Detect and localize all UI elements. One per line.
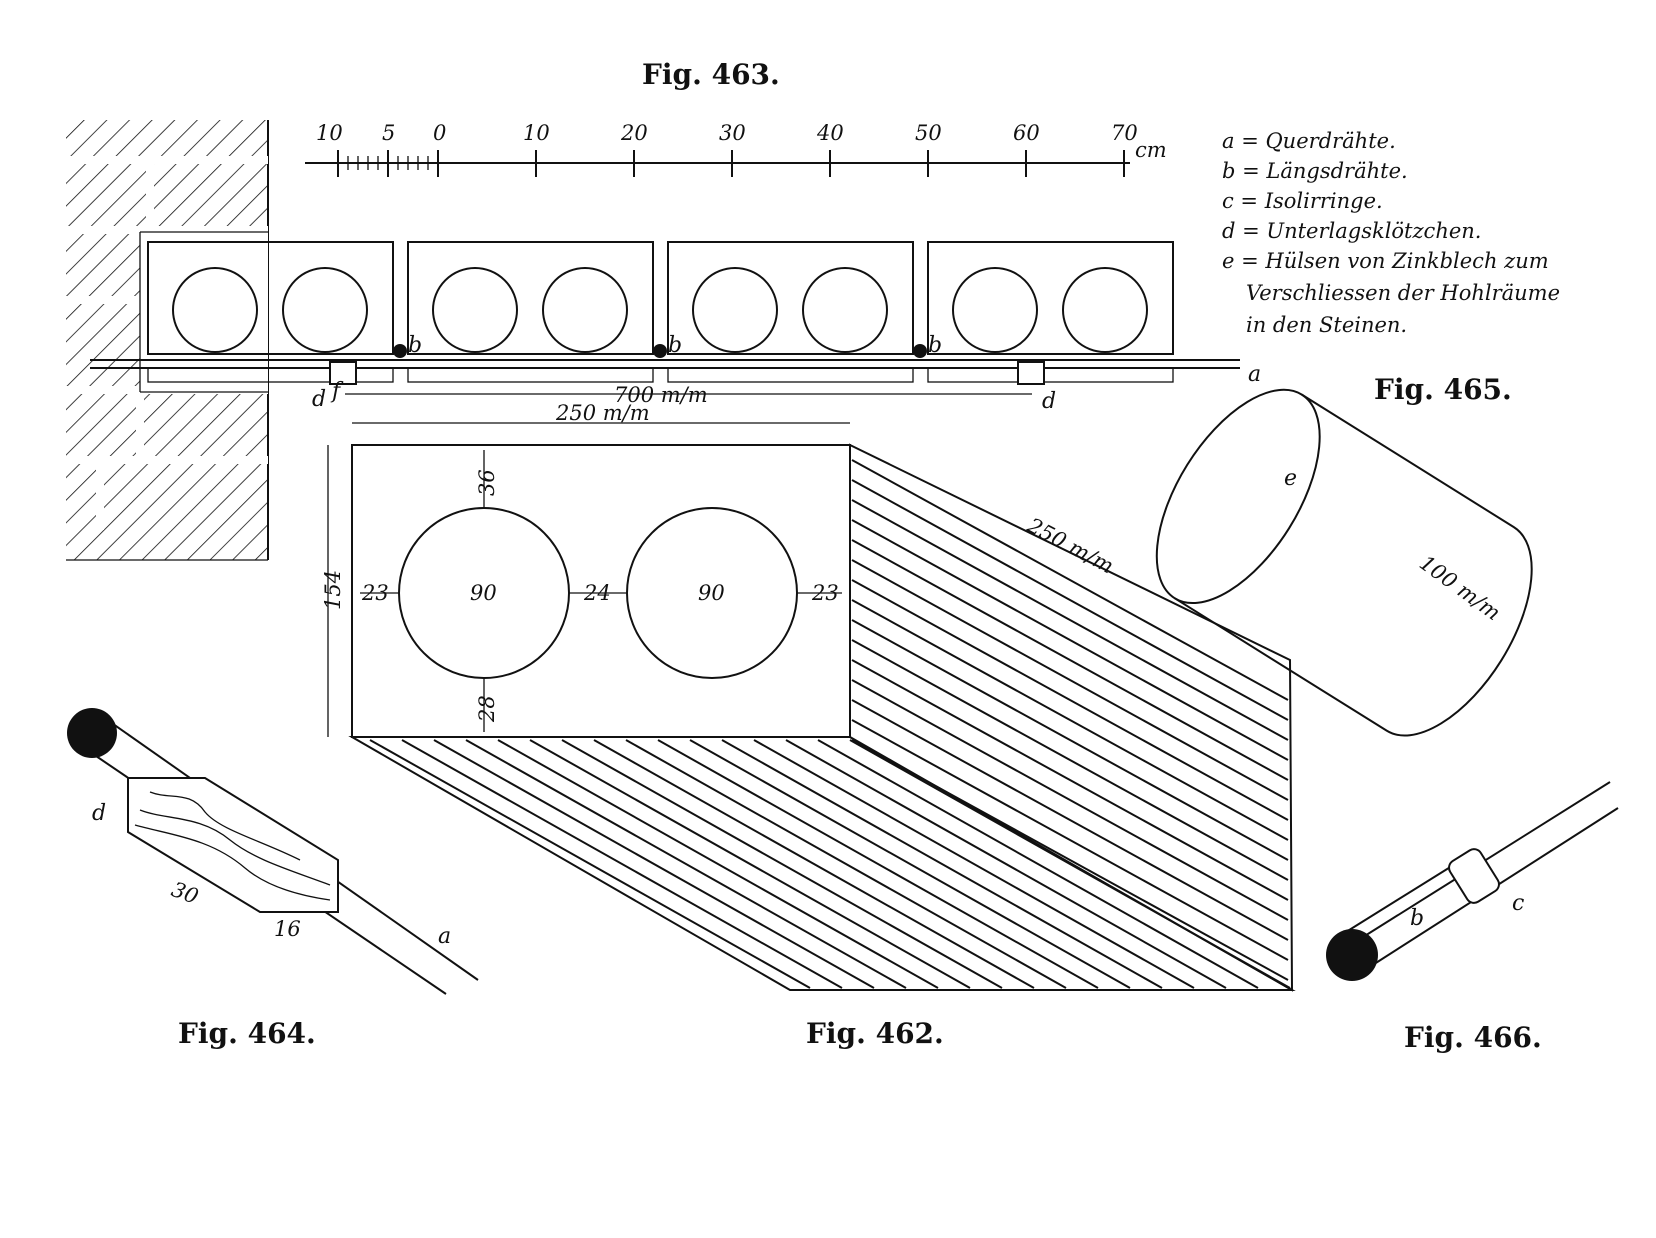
scale-tick-label: 70 [1111,121,1138,145]
dim-dia1: 90 [470,581,497,605]
label-c: c [1512,891,1524,916]
scale-tick-label: 60 [1013,121,1040,145]
hollow-brick-row: b b b a d f d 700 m/m [90,241,1261,414]
groove-line [851,459,1289,701]
groove-line [851,619,1289,861]
wire-end [1326,929,1378,981]
groove-line [721,739,1163,989]
legend-item: d = Unterlagsklötzchen. [1222,219,1481,243]
label-d: d [312,387,326,412]
label-e: e [1284,466,1297,491]
wooden-block [127,777,339,913]
fig-464-title: Fig. 464. [178,1017,316,1050]
groove-line [817,739,1259,989]
dim-30: 30 [168,877,201,909]
fig-466-title: Fig. 466. [1404,1021,1542,1054]
wall-section [66,120,269,561]
zinc-sleeve-opening [1155,388,1321,605]
dim-100: 100 m/m [1415,551,1505,625]
scale-tick-label: 20 [620,121,648,145]
groove-line [433,739,875,989]
fig-462: Fig. 462. 250 m/m 250 m/m 154 36 28 23 2… [321,401,1296,1050]
label-a: a [438,924,451,949]
legend-item: in den Steinen. [1246,313,1407,337]
scale-tick-label: 5 [382,121,395,145]
groove-line [851,679,1289,921]
scale-tick-label: 50 [915,121,942,145]
wire-end [67,708,117,758]
label-a: a [1248,362,1261,387]
label-b: b [1410,906,1424,931]
groove-line [851,499,1289,741]
fig-463-title: Fig. 463. [642,58,780,91]
groove-line [753,739,1195,989]
groove-line [851,559,1289,801]
scale-tick-label: 40 [816,121,844,145]
groove-line [657,739,1099,989]
groove-line [465,739,907,989]
legend: a = Querdrähte. b = Längsdrähte. c = Iso… [1222,129,1560,337]
scale-tick-label: 30 [719,121,746,145]
dim-top: 36 [475,469,499,496]
groove-line [851,479,1289,721]
groove-line [497,739,939,989]
scale-bar: 10 5 0 10 20 30 40 50 60 70 cm [305,121,1167,177]
groove-line [851,519,1289,761]
fig-466: Fig. 466. b c [1326,781,1619,1054]
label-b: b [668,333,682,358]
dim-dia2: 90 [698,581,725,605]
groove-line [401,739,843,989]
dim-16: 16 [274,917,301,941]
insulating-ring [1448,848,1500,904]
label-b: b [408,333,422,358]
scale-unit: cm [1135,138,1167,162]
brick-front-face [351,444,851,738]
groove-line [785,739,1227,989]
fig-465-title: Fig. 465. [1374,373,1512,406]
groove-line [849,739,1291,989]
dim-width: 250 m/m [555,401,650,425]
groove-line [851,579,1289,821]
groove-line [851,739,1289,981]
dim-bottom: 28 [475,695,499,723]
scale-tick-label: 10 [523,121,550,145]
dim-height: 154 [321,570,345,610]
dim-middle: 24 [583,581,611,605]
dim-700: 700 m/m [614,383,708,407]
legend-item: e = Hülsen von Zinkblech zum [1222,249,1549,273]
groove-line [851,539,1289,781]
legend-item: b = Längsdrähte. [1222,159,1408,183]
legend-item: a = Querdrähte. [1222,129,1396,153]
groove-line [851,659,1289,901]
scale-tick-label: 10 [316,121,343,145]
label-d: d [92,801,106,826]
groove-line [561,739,1003,989]
groove-line [851,699,1289,941]
groove-line [851,599,1289,841]
fig-462-title: Fig. 462. [806,1017,944,1050]
fig-463: Fig. 463. [66,58,1560,561]
dim-left: 23 [361,581,389,605]
groove-line [593,739,1035,989]
label-b: b [928,333,942,358]
legend-item: c = Isolirringe. [1222,189,1383,213]
groove-line [369,739,811,989]
groove-line [625,739,1067,989]
legend-item: Verschliessen der Hohlräume [1246,281,1560,305]
groove-line [529,739,971,989]
fig-464: Fig. 464. d a 30 16 [67,708,479,1050]
groove-line [689,739,1131,989]
label-d: d [1042,389,1056,414]
scale-tick-label: 0 [433,121,446,145]
groove-line [851,719,1289,961]
dim-right: 23 [811,581,839,605]
groove-line [851,639,1289,881]
